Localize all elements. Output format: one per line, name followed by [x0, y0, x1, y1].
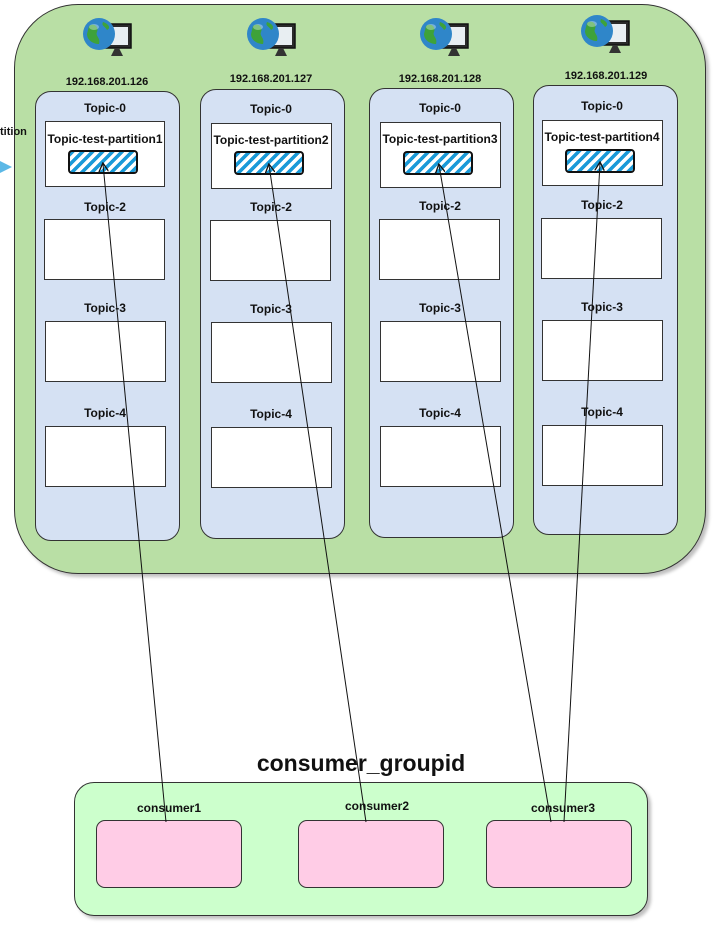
consumer-group-title: consumer_groupid — [256, 750, 466, 776]
topic-label: Topic-3 — [250, 302, 292, 316]
topic-label: Topic-0 — [581, 99, 623, 113]
topic-label: Topic-2 — [84, 200, 126, 214]
connection-consumer3-partition3 — [439, 165, 552, 823]
consumer-node — [96, 820, 242, 888]
topic-box — [542, 425, 663, 486]
connection-consumer3-partition4 — [563, 163, 600, 823]
connection-consumer2-partition2 — [269, 165, 367, 823]
partition-title: Topic-test-partition4 — [544, 130, 660, 144]
partition-title: Topic-test-partition1 — [47, 132, 163, 146]
broker-ip: 192.168.201.129 — [564, 70, 648, 82]
topic-box — [541, 218, 662, 279]
topic-label: Topic-4 — [250, 407, 292, 421]
topic-label: Topic-3 — [419, 301, 461, 315]
topic-box — [45, 426, 166, 487]
topic-label: Topic-4 — [581, 405, 623, 419]
topic-box — [542, 320, 663, 381]
topic-label: Topic-2 — [419, 199, 461, 213]
topic-box — [44, 219, 165, 280]
topic-label: Topic-0 — [250, 102, 292, 116]
consumer-label: consumer1 — [136, 801, 202, 815]
topic-box — [380, 321, 501, 382]
broker-ip: 192.168.201.126 — [65, 76, 149, 88]
topic-label: Topic-4 — [84, 406, 126, 420]
topic-box — [211, 322, 332, 383]
topic-box — [210, 220, 331, 281]
broker-ip: 192.168.201.128 — [398, 73, 482, 85]
consumer-node — [486, 820, 632, 888]
consumer-label: consumer2 — [344, 799, 410, 813]
consumer-label: consumer3 — [530, 801, 596, 815]
topic-label: Topic-3 — [84, 301, 126, 315]
topic-box — [379, 219, 500, 280]
topic-box — [45, 321, 166, 382]
topic-label: Topic-4 — [419, 406, 461, 420]
broker-ip: 192.168.201.127 — [229, 73, 313, 85]
connection-consumer1-partition1 — [103, 164, 167, 823]
partition-title: Topic-test-partition3 — [382, 132, 498, 146]
globe-computer-icon — [577, 11, 633, 61]
topic-label: Topic-0 — [84, 101, 126, 115]
edge-label: tition — [0, 126, 27, 138]
incoming-arrow — [0, 161, 12, 173]
consumer-node — [298, 820, 444, 888]
globe-computer-icon — [243, 14, 299, 64]
topic-box — [380, 426, 501, 487]
globe-computer-icon — [416, 14, 472, 64]
topic-label: Topic-0 — [419, 101, 461, 115]
globe-computer-icon — [79, 14, 135, 64]
topic-label: Topic-2 — [581, 198, 623, 212]
partition-title: Topic-test-partition2 — [213, 133, 329, 147]
topic-label: Topic-2 — [250, 200, 292, 214]
